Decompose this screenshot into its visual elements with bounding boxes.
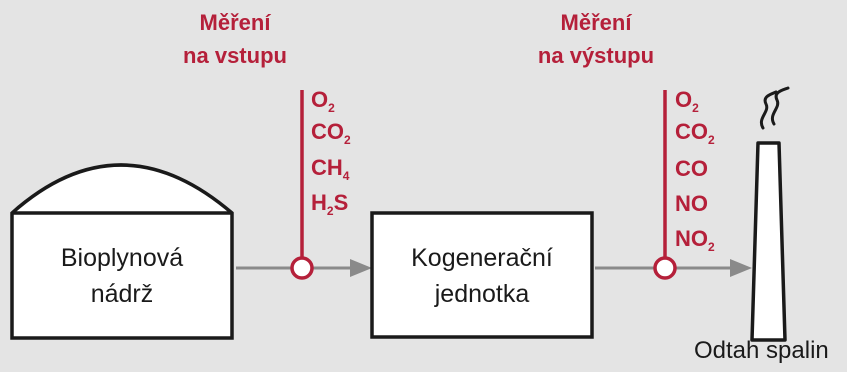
chimney (750, 141, 787, 342)
cogeneration-unit (370, 211, 594, 339)
output-probe-point (653, 256, 677, 280)
output-gas-co2: CO2 (675, 119, 715, 147)
output-gas-o2: O2 (675, 87, 699, 115)
input-gas-o2: O2 (311, 87, 335, 115)
output-title-line2: na výstupu (537, 43, 655, 68)
output-title-line1: Měření (560, 10, 632, 35)
cogen-label-line2: jednotka (434, 280, 530, 308)
smoke-icon (760, 86, 790, 130)
input-title-line2: na vstupu (183, 43, 287, 68)
flow-arrow-input (350, 259, 372, 277)
output-measurement-title: Měření na výstupu (516, 6, 676, 72)
output-gas-co: CO (675, 156, 708, 181)
input-probe-point (290, 256, 314, 280)
input-gas-co2: CO2 (311, 119, 351, 147)
flow-arrow-output (730, 259, 752, 277)
input-gas-h2s: H2S (311, 190, 349, 218)
output-gas-no2: NO2 (675, 226, 715, 254)
output-gas-no: NO (675, 191, 708, 216)
input-gas-ch4: CH4 (311, 155, 350, 183)
cogen-label-line1: Kogenerační (411, 244, 553, 272)
tank-label-line1: Bioplynová (60, 244, 184, 272)
cogen-label: Kogenerační jednotka (372, 240, 592, 312)
tank-label: Bioplynová nádrž (12, 240, 232, 312)
input-title-line1: Měření (199, 10, 271, 35)
tank-label-line2: nádrž (90, 280, 154, 308)
chimney-label: Odtah spalin (694, 337, 829, 364)
input-measurement-title: Měření na vstupu (160, 6, 310, 72)
